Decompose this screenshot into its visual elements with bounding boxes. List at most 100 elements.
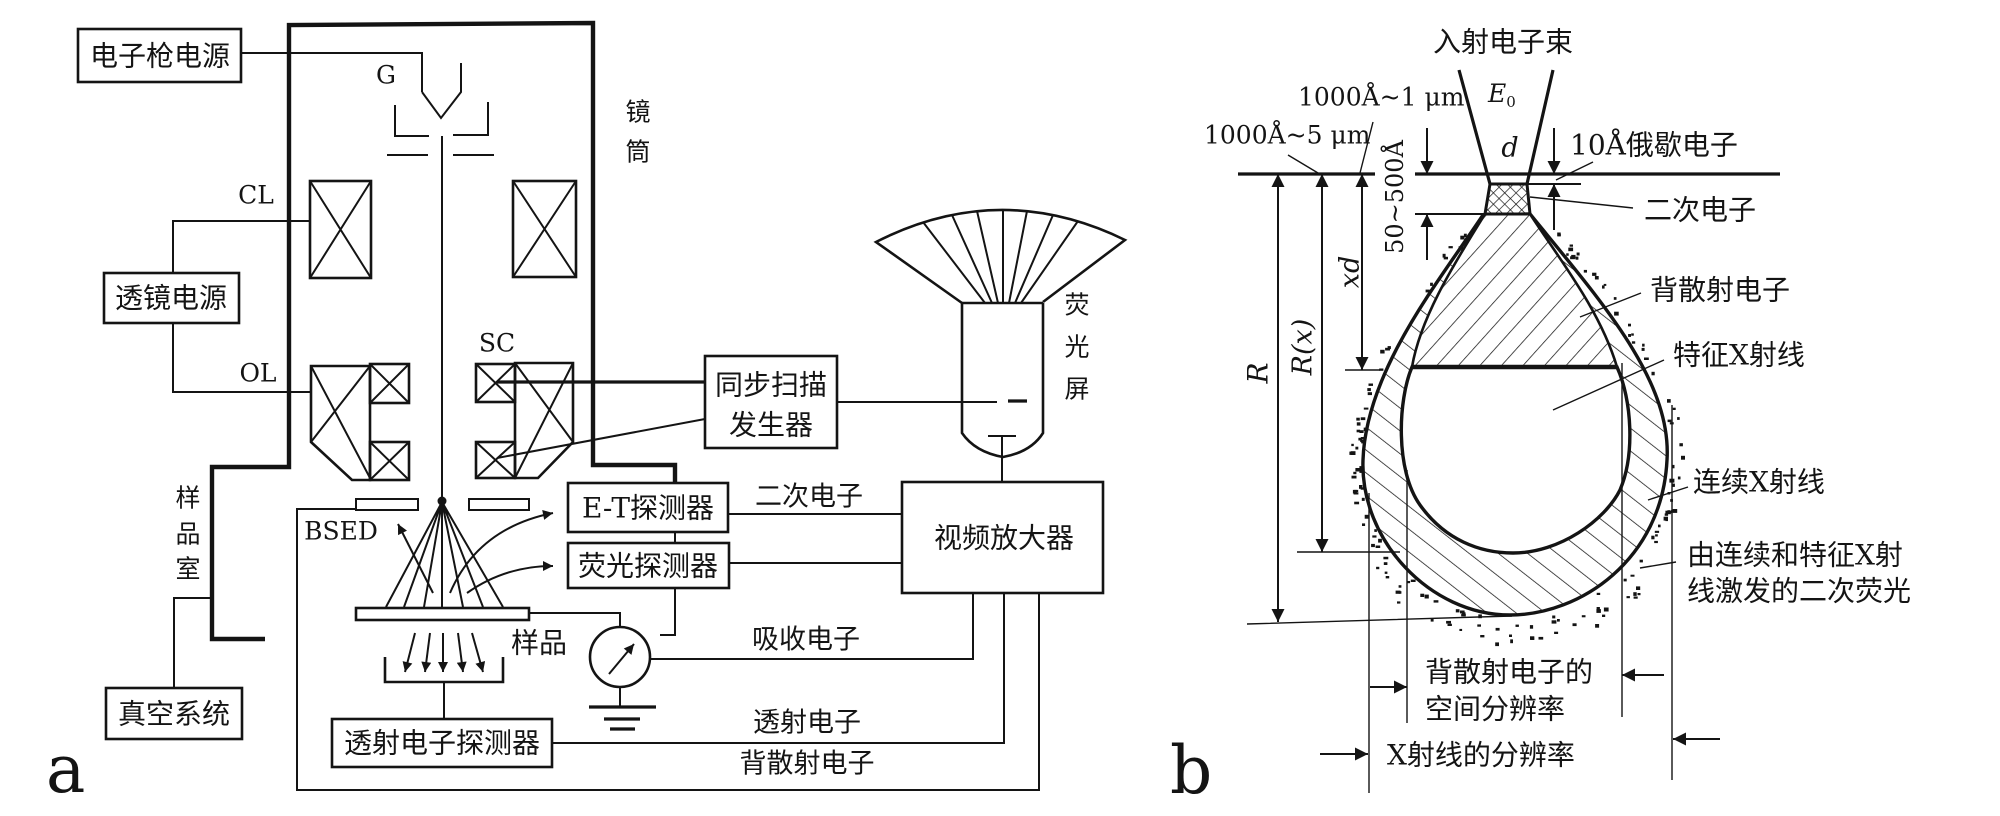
condenser-lens-label: CL [238,181,274,210]
fluorescence-dot [1665,518,1668,522]
fluorescence-dot [1351,475,1357,479]
fluorescence-dot [1379,368,1384,371]
range-leader-lines [1287,121,1374,174]
fluorescence-dot [1583,269,1587,273]
fluorescence-dot [1374,529,1377,532]
gun-power-supply-box [76,27,243,84]
fluorescence-dot [1637,593,1641,596]
fluorescence-dot [1633,592,1637,596]
secondary-electron-volume [1483,182,1532,216]
fluorescence-dot [1384,571,1388,574]
fluorescence-dot [1568,247,1574,252]
transmission-detector-box [330,717,554,769]
fluorescence-dot [1354,501,1360,505]
specimen-chamber-label-char: 样 [175,484,200,513]
fluorescence-dot [1461,612,1466,615]
fluorescence-dot [1596,609,1601,613]
crt-grid-wire [988,435,1016,482]
scan-generator-label-line1: 同步扫描 [715,369,827,402]
fluorescence-dot [1655,534,1658,537]
fluorescence-dot [1430,282,1433,286]
fluorescence-dot [1395,590,1401,594]
crt-scan-rays [922,210,1079,304]
condenser-lens-wire [172,220,310,273]
fluorescence-dot [1460,235,1465,240]
column-label-char: 镜 [625,98,650,127]
lens-power-supply-label: 透镜电源 [115,282,227,315]
column-label-char: 筒 [625,138,650,167]
beam-energy-label: E0 [1487,79,1516,111]
range-tick-lines [1246,369,1513,625]
ammeter-needle-icon [608,643,635,675]
scan-coil-upper [368,362,411,405]
secondary-fluorescence-label-line2: 线激发的二次荧光 [1687,575,1911,608]
fluorescence-dot [1596,592,1601,595]
fluorescence-dot [1677,417,1680,420]
objective-lens-wire [172,323,311,393]
xray-emission-arrow [466,561,554,594]
fluorescence-dot [1626,596,1630,599]
objective-lens-right [474,361,575,480]
screen-label-char: 荧 [1064,291,1089,320]
fluorescence-dot [1538,636,1544,640]
fluorescence-dot [1552,615,1556,619]
pole-piece-frame [309,364,372,482]
fluorescence-dot [1602,285,1605,289]
fluorescence-dot [1364,514,1370,519]
scan-generator-label-line2: 发生器 [729,409,813,442]
range-R-label: R [1242,362,1275,384]
et-detector-box [566,481,730,534]
fluorescence-dot [1356,417,1360,421]
electron-gun-filament [421,63,462,120]
transmitted-electron-arrow [471,632,486,673]
fluorescence-dot [1581,615,1586,618]
fluorescence-dot [1557,619,1560,622]
fluorescence-dot [1383,562,1388,565]
specimen-label: 样品 [511,627,567,660]
fluorescence-dot [1385,347,1390,351]
fluorescence-dot [1557,233,1561,237]
objective-lens-left [309,362,411,482]
fluorescence-dot [1663,516,1668,521]
objective-lens-label: OL [239,359,276,388]
fluorescence-dot [1425,289,1430,293]
fluorescence-dot [1442,253,1446,258]
specimen-chamber-label-char: 品 [175,520,200,549]
fluorescence-dot [1362,523,1366,526]
absorbed-current-signal-wire [650,593,974,660]
fluorescence-dot [1628,323,1631,327]
continuous-xray-leader [1647,486,1689,501]
fluorescence-dot [1667,510,1671,513]
condenser-lens-left [308,179,373,280]
fluorescence-dot [1463,233,1467,238]
fluorescence-dot [1446,620,1451,624]
fluorescence-dot [1623,578,1627,582]
scan-coil-cross [369,441,410,481]
secondary-electron-arrow [449,510,554,594]
fluorescence-dot [1358,437,1363,441]
beam-diameter-label: d [1501,133,1518,164]
fluorescence-dot [1477,624,1481,627]
fluorescence-dot [1636,586,1641,590]
rx-range-label: 1000Å~5 μm [1204,120,1371,150]
secondary-depth-label: 50~500Å [1380,139,1409,253]
fluorescence-dot [1633,596,1638,599]
fluorescence-dot [1424,594,1429,599]
fluorescence-dot [1356,422,1361,426]
characteristic-xray-label: 特征X射线 [1673,339,1805,372]
beam-energy-symbol: E [1487,79,1506,108]
fluorescence-dot [1631,341,1636,344]
vacuum-system-box [104,686,244,741]
panel-a-label: a [46,731,85,808]
fluorescence-dot [1360,439,1364,443]
fluorescence-dot [1375,545,1381,548]
video-amplifier-box [900,480,1105,595]
fluorescence-dot [1367,392,1372,396]
xray-resolution-label: X射线的分辨率 [1387,739,1575,772]
auger-leader-line [1555,161,1594,181]
fluorescence-dot [1613,297,1617,300]
fluorescence-dot [1575,256,1579,260]
fluorescence-dot [1566,253,1569,256]
secondary-fluorescence-label-line1: 由连续和特征X射 [1687,539,1903,572]
fluorescence-dot [1352,489,1357,494]
